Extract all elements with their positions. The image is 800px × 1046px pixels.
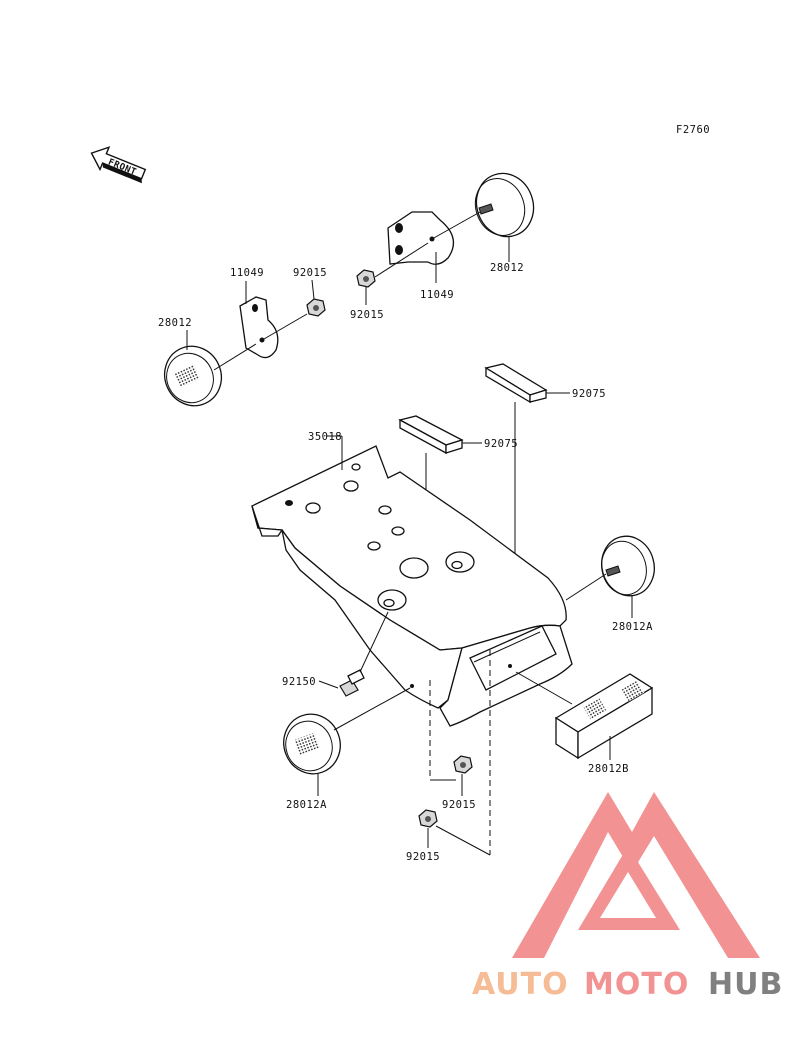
- callout-nut-top-left: 92015: [293, 267, 327, 279]
- nut-top-right: [356, 242, 429, 305]
- callout-nut-lower-bottom: 92015: [406, 851, 440, 863]
- callout-reflector-rear: 28012B: [588, 763, 629, 775]
- nut-lower-bottom: [418, 809, 438, 848]
- reflector-rear: [515, 671, 654, 760]
- bracket-top-right: [387, 211, 481, 283]
- pad-upper: [484, 363, 570, 580]
- callout-bracket-left: 11049: [230, 267, 264, 279]
- assembly-lines: [429, 650, 491, 856]
- watermark-text-hub: HUB: [708, 967, 783, 1002]
- callout-reflector-top-right: 28012: [490, 262, 524, 274]
- reflector-side-left: [283, 687, 411, 796]
- callout-nut-lower-mid: 92015: [442, 799, 476, 811]
- figure-code: F2760: [676, 124, 710, 136]
- bolt: [318, 611, 389, 697]
- nut-top-left: [263, 279, 326, 340]
- reflector-top-right: [474, 172, 535, 262]
- callout-pad-upper: 92075: [572, 388, 606, 400]
- reflector-side-right: [565, 535, 655, 618]
- callout-reflector-side-left: 28012A: [286, 799, 327, 811]
- watermark-text-auto: AUTO: [472, 967, 569, 1002]
- watermark-text-moto: MOTO: [584, 967, 689, 1002]
- callout-nut-top-right: 92015: [350, 309, 384, 321]
- callout-reflector-top-left: 28012: [158, 317, 192, 329]
- reflector-top-left: [163, 330, 257, 407]
- callout-bolt: 92150: [282, 676, 316, 688]
- front-arrow-icon: FRONT: [90, 146, 147, 184]
- callout-reflector-side-right: 28012A: [612, 621, 653, 633]
- bracket-top-left: [239, 281, 279, 359]
- watermark-logo: AUTO MOTO HUB: [472, 792, 783, 1002]
- callout-pad-lower: 92075: [484, 438, 518, 450]
- fender-flap: [251, 435, 573, 727]
- nut-lower-mid: [453, 755, 473, 796]
- pad-lower: [398, 415, 482, 636]
- callout-bracket-right: 11049: [420, 289, 454, 301]
- callout-fender-flap: 35018: [308, 431, 342, 443]
